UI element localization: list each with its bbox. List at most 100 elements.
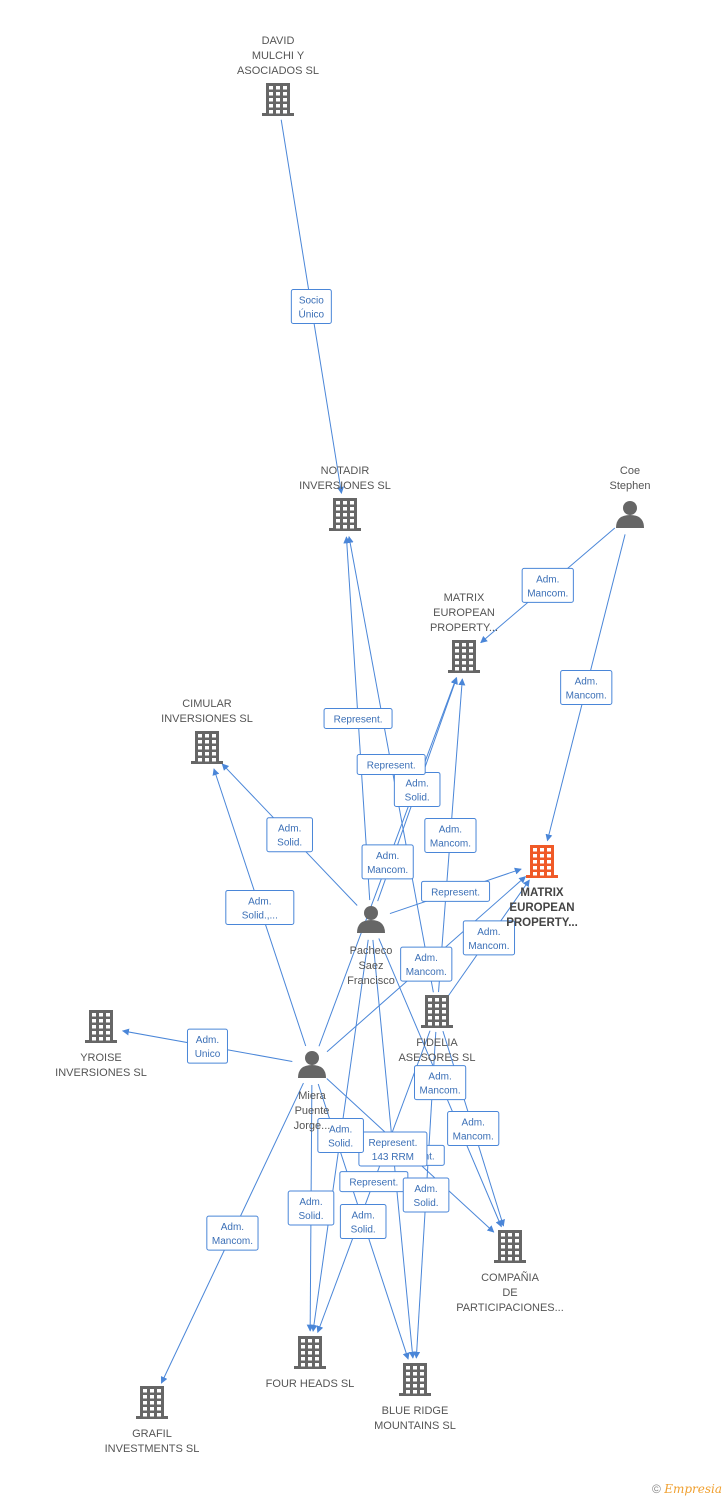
edge-label-pacheco-to-notadir[interactable]: Represent. xyxy=(323,707,393,729)
building-icon xyxy=(494,1230,526,1263)
node-label: ASESORES SL xyxy=(398,1052,475,1064)
edge-label-text: Adm. xyxy=(221,1222,244,1233)
edge-label-miera-to-fourheads[interactable]: Adm.Solid. xyxy=(287,1190,335,1226)
node-label: BLUE RIDGE xyxy=(382,1405,449,1417)
node-matrix1[interactable]: MATRIXEUROPEANPROPERTY... xyxy=(430,592,498,673)
edge-label-text: Represent. xyxy=(368,1138,417,1149)
node-label: Miera xyxy=(298,1090,326,1102)
node-label: NOTADIR xyxy=(321,465,370,477)
node-cimular[interactable]: CIMULAR INVERSIONES SL xyxy=(161,698,253,764)
edge-label-text: Adm. xyxy=(477,927,500,938)
edge-label-text: Adm. xyxy=(439,824,462,835)
copyright-symbol: © xyxy=(652,1482,661,1496)
edge-label-miera-to-blueridge[interactable]: Adm. Solid. xyxy=(339,1204,387,1240)
edge-label-text: Represent. xyxy=(334,714,383,725)
footer-credit: © Empresia xyxy=(652,1482,722,1496)
edge-label-pacheco-to-fourheads[interactable]: Adm.Solid. xyxy=(317,1118,364,1154)
edge-label-text: Mancom. xyxy=(420,1086,461,1097)
edge-label-miera-to-yroise[interactable]: Adm.Unico xyxy=(186,1028,228,1064)
edge-label-fidelia-to-fourheads[interactable]: Represent. xyxy=(339,1171,409,1193)
brand-logo[interactable]: Empresia xyxy=(664,1482,722,1496)
edge-label-text: Socio xyxy=(299,296,324,307)
edge-label-box xyxy=(462,920,516,956)
edge-label-box xyxy=(356,753,426,775)
edge-label-text: Adm. xyxy=(575,677,598,688)
edge-label-pacheco-to-blueridge[interactable]: Represent.143 RRM xyxy=(358,1131,428,1167)
edge-label-text: Represent. xyxy=(431,887,480,898)
edge-label-text: Mancom. xyxy=(527,588,568,599)
edge-label-text: Único xyxy=(299,308,325,321)
edge-label-box xyxy=(414,1065,467,1101)
edge-label-fidelia-to-notadir[interactable]: Represent. xyxy=(356,753,426,775)
edge-label-miera-to-matrix2[interactable]: Adm. Mancom. xyxy=(400,946,453,982)
building-icon xyxy=(526,845,558,878)
node-miera[interactable]: MieraPuenteJorge... xyxy=(294,1051,331,1132)
edge-label-coe-to-matrix2[interactable]: Adm. Mancom. xyxy=(560,670,613,706)
edge-label-fidelia-to-matrix2[interactable]: Adm.Mancom. xyxy=(462,920,516,956)
edge-label-text: Mancom. xyxy=(367,865,408,876)
edge-label-fidelia-to-matrix1[interactable]: Adm.Mancom. xyxy=(424,817,477,853)
edge-label-box xyxy=(266,817,313,853)
edge-label-text: Mancom. xyxy=(406,967,447,978)
node-label: Pacheco xyxy=(350,945,393,957)
edge-label-miera-to-cimular[interactable]: Adm. Solid.,... xyxy=(225,889,295,925)
edge-label-box xyxy=(521,567,574,603)
edge-label-text: Mancom. xyxy=(566,691,607,702)
edge-label-fidelia-to-blueridge[interactable]: Adm.Solid. xyxy=(402,1177,450,1213)
node-matrix2[interactable]: MATRIXEUROPEANPROPERTY... xyxy=(506,845,578,929)
node-label: EUROPEAN xyxy=(509,902,574,914)
edge-label-text: Solid. xyxy=(298,1211,323,1222)
edge-label-pacheco-to-matrix1[interactable]: Adm.Solid. xyxy=(393,771,441,807)
edge-label-pacheco-to-cimular[interactable]: Adm. Solid. xyxy=(266,817,313,853)
edge-label-fidelia-to-compania[interactable]: Adm.Mancom. xyxy=(447,1111,500,1147)
building-icon xyxy=(136,1386,168,1419)
building-icon xyxy=(191,731,223,764)
node-label: PROPERTY... xyxy=(430,622,498,634)
edge-label-text: Solid. xyxy=(414,1198,439,1209)
edge-label-text: Adm. xyxy=(248,896,271,907)
edge-label-pacheco-to-compania[interactable]: Adm.Mancom. xyxy=(414,1065,467,1101)
edge-label-box xyxy=(447,1111,500,1147)
building-icon xyxy=(262,83,294,116)
edge-label-box xyxy=(339,1204,387,1240)
edge-label-text: Adm. xyxy=(352,1211,375,1222)
edge-label-box xyxy=(225,889,295,925)
edge-label-text: Solid. xyxy=(277,838,302,849)
node-compania[interactable]: COMPAÑIADEPARTICIPACIONES... xyxy=(456,1230,564,1314)
building-icon xyxy=(85,1010,117,1043)
building-icon xyxy=(421,995,453,1028)
edge-label-text: Adm. xyxy=(536,574,559,585)
edge-label-miera-to-matrix1[interactable]: Adm.Mancom. xyxy=(361,844,414,880)
edge-label-box xyxy=(424,817,477,853)
node-label: INVERSIONES SL xyxy=(161,713,253,725)
edge-label-text: Adm. xyxy=(329,1125,352,1136)
edge-label-box xyxy=(421,880,491,902)
edge-label-text: Solid. xyxy=(405,792,430,803)
edge-label-box xyxy=(560,670,613,706)
edge-label-text: Represent. xyxy=(367,760,416,771)
edge-label-pacheco-to-matrix2[interactable]: Represent. xyxy=(421,880,491,902)
edge-label-miera-to-grafil[interactable]: Adm.Mancom. xyxy=(206,1215,259,1251)
node-label: YROISE xyxy=(80,1052,122,1064)
node-label: GRAFIL xyxy=(132,1428,172,1440)
node-label: Stephen xyxy=(610,480,651,492)
node-fourheads[interactable]: FOUR HEADS SL xyxy=(266,1336,355,1390)
edge-label-coe-to-matrix1[interactable]: Adm. Mancom. xyxy=(521,567,574,603)
building-icon xyxy=(294,1336,326,1369)
edge-label-text: Solid.,... xyxy=(242,910,278,921)
edge-label-text: Solid. xyxy=(351,1225,376,1236)
person-icon xyxy=(357,906,385,933)
edge-label-text: Adm. xyxy=(278,824,301,835)
edge-label-text: Adm. xyxy=(415,953,438,964)
node-label: CIMULAR xyxy=(182,698,232,710)
